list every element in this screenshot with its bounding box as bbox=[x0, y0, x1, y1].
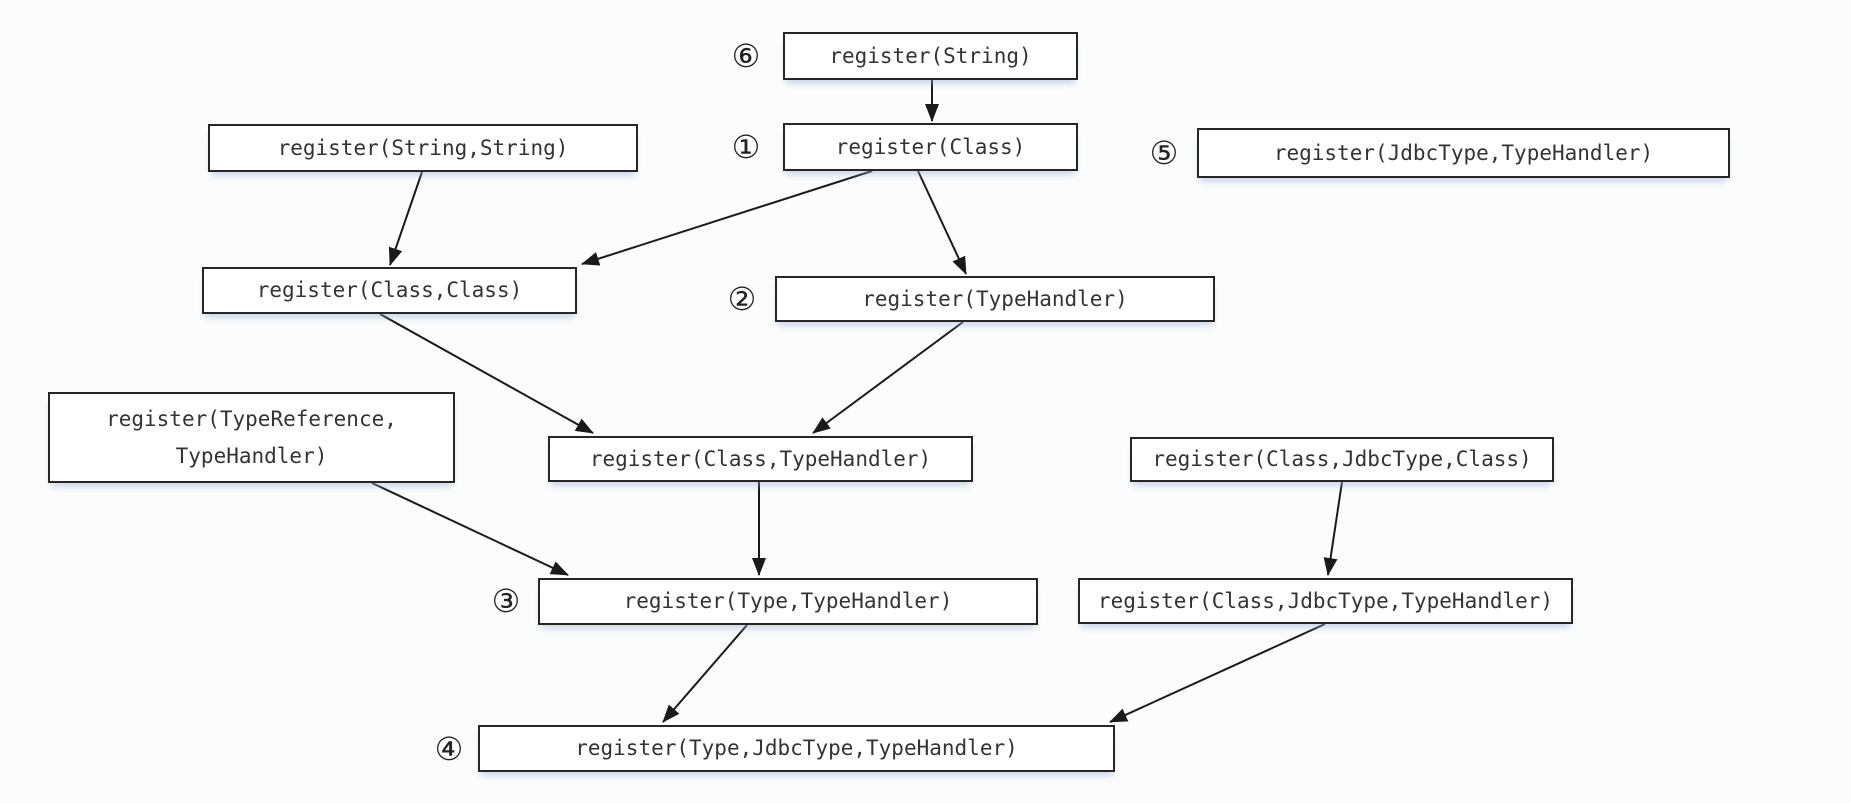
node-label: register(TypeHandler) bbox=[862, 286, 1128, 311]
step-number-badge-register-typehandler: ② bbox=[727, 280, 757, 318]
node-label: register(Type,JdbcType,TypeHandler) bbox=[575, 736, 1018, 761]
diagram-node-register-type-typehandler: register(Type,TypeHandler) bbox=[538, 578, 1038, 625]
node-label: register(Type,TypeHandler) bbox=[623, 589, 953, 614]
diagram-node-register-jdbctype-typehandler: register(JdbcType,TypeHandler) bbox=[1197, 128, 1730, 178]
diagram-node-register-class-jdbctype-class: register(Class,JdbcType,Class) bbox=[1130, 437, 1554, 482]
diagram-node-register-class-jdbctype-typehandler: register(Class,JdbcType,TypeHandler) bbox=[1078, 578, 1573, 624]
edge-register-string-string-to-register-class-class bbox=[388, 171, 423, 266]
node-label: register(Class) bbox=[835, 134, 1026, 159]
edge-register-typehandler-to-register-class-typehandler bbox=[812, 321, 964, 434]
node-label: register(String,String) bbox=[277, 135, 569, 160]
diagram-node-register-class-class: register(Class,Class) bbox=[202, 267, 577, 314]
edge-register-typereference-typehandler-to-register-type-typehandler bbox=[371, 482, 569, 576]
diagram-node-register-type-jdbctype-typehandler: register(Type,JdbcType,TypeHandler) bbox=[478, 725, 1115, 772]
diagram-node-register-string-string: register(String,String) bbox=[208, 124, 638, 172]
step-number-badge-register-type-jdbctype-typehandler: ④ bbox=[434, 730, 464, 768]
edge-register-type-typehandler-to-register-type-jdbctype-typehandler bbox=[662, 624, 748, 723]
node-label: register(Class,TypeHandler) bbox=[589, 446, 932, 471]
step-number-badge-register-class: ① bbox=[731, 128, 761, 166]
edge-register-class-jdbctype-class-to-register-class-jdbctype-typehandler bbox=[1323, 481, 1343, 576]
diagram-node-register-class: register(Class) bbox=[783, 123, 1078, 171]
node-label: register(Class,JdbcType,TypeHandler) bbox=[1097, 588, 1554, 613]
diagram-node-register-typehandler: register(TypeHandler) bbox=[775, 276, 1215, 322]
node-label: TypeHandler) bbox=[175, 443, 328, 468]
node-label: register(String) bbox=[829, 43, 1032, 68]
diagram-node-register-typereference-typehandler: register(TypeReference, TypeHandler) bbox=[48, 392, 455, 483]
edge-register-class-jdbctype-typehandler-to-register-type-jdbctype-typehandler bbox=[1109, 623, 1326, 723]
diagram-node-register-class-typehandler: register(Class,TypeHandler) bbox=[548, 436, 973, 482]
node-label: register(TypeReference, bbox=[106, 406, 397, 431]
node-label: register(JdbcType,TypeHandler) bbox=[1273, 140, 1654, 165]
step-number-badge-register-jdbctype-typehandler: ⑤ bbox=[1149, 134, 1179, 172]
edge-register-class-to-register-class-class bbox=[581, 170, 873, 266]
node-label: register(Class,Class) bbox=[256, 278, 523, 303]
step-number-badge-register-type-typehandler: ③ bbox=[491, 582, 521, 620]
step-number-badge-register-string: ⑥ bbox=[731, 37, 761, 75]
node-label: register(Class,JdbcType,Class) bbox=[1152, 447, 1532, 472]
diagram-node-register-string: register(String) bbox=[783, 32, 1078, 80]
edge-register-class-to-register-typehandler bbox=[917, 170, 967, 275]
